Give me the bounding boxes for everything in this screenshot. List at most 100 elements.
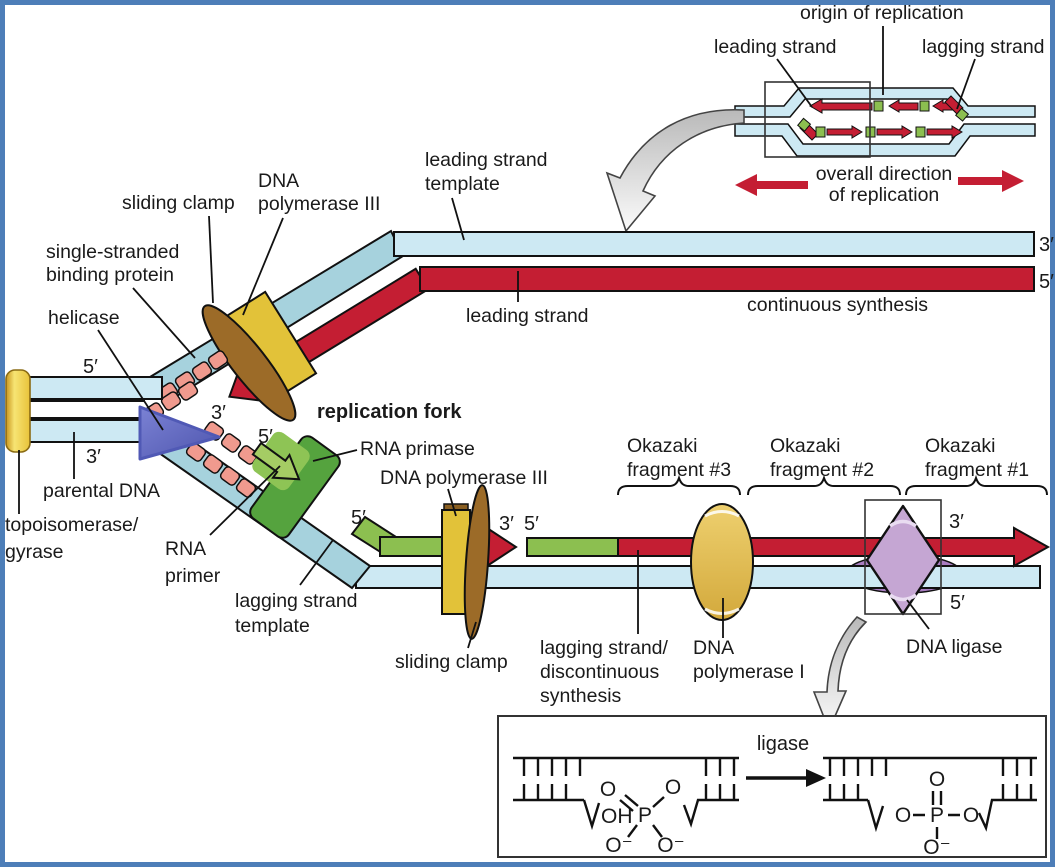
leading-strand-label: leading strand (466, 305, 589, 327)
lagging-strand-inset-label: lagging strand (922, 36, 1045, 58)
sealed-dna-structure: O P O O O⁻ (823, 756, 1037, 859)
topoisomerase-label-line2: gyrase (5, 541, 64, 563)
ligase-inset-box (497, 715, 1047, 858)
rna-primer-fragment3 (526, 537, 619, 557)
inset-leading-arrows-top (809, 95, 964, 115)
dna-ligase-label: DNA ligase (906, 636, 1002, 658)
overall-direction-label-line1: overall direction (816, 163, 953, 185)
okazaki-braces (617, 474, 1048, 496)
dna-pol1-label-line2: polymerase I (693, 661, 805, 683)
primer-bar (379, 536, 444, 557)
origin-inset: origin of replication leading strand lag… (605, 2, 1045, 233)
sliding-clamp-top-ring (201, 304, 297, 422)
parental-5prime: 5′ (83, 356, 98, 378)
phosphate-o-topright: O (665, 776, 681, 799)
overall-direction-label-line2: of replication (829, 184, 940, 206)
dna-pol1-label-line1: DNA (693, 637, 734, 659)
ligase-inset: ligase OH O O P O⁻ O⁻ O P O O O⁻ (497, 715, 1047, 859)
fragment1-5prime: 5′ (950, 592, 965, 614)
inset-primers-top (873, 100, 970, 122)
dna-pol1-group (690, 503, 754, 621)
inset-lagging-arrows-bottom (799, 121, 963, 141)
phosphate-ominus-br: O⁻ (657, 834, 684, 857)
helicase-triangle (138, 405, 221, 461)
phosphate-p-left: P (638, 804, 652, 827)
okazaki1-label-line2: fragment #1 (925, 459, 1029, 481)
pol1-highlight-bottom (704, 607, 740, 615)
direction-arrow-left (735, 174, 808, 196)
dna-pol3-top-label-line1: DNA (258, 170, 299, 192)
lagging-synthesis-label-line2: discontinuous (540, 661, 659, 683)
okazaki3-label-line1: Okazaki (627, 435, 697, 457)
lagging-synthesis-label-line3: synthesis (540, 685, 622, 707)
primer-5prime: 5′ (351, 507, 366, 529)
rna-primase-label: RNA primase (360, 438, 475, 460)
ligase-title: ligase (757, 733, 809, 755)
dna-pol3-top-group (201, 290, 318, 422)
bridge-o-left: O (895, 804, 911, 827)
sliding-clamp-bottom-label: sliding clamp (395, 651, 508, 673)
main-leader-lines (18, 197, 930, 649)
sliding-clamp-top-label: sliding clamp (122, 192, 235, 214)
lagging-synthesis-label-line1: lagging strand/ (540, 637, 669, 659)
bridge-p: P (930, 804, 944, 827)
parental-3prime: 3′ (86, 446, 101, 468)
fragment1-3prime: 3′ (949, 511, 964, 533)
leader-lagging-strand-inset (956, 58, 976, 110)
rna-primase-arrow (251, 441, 301, 481)
ssb-label-line2: binding protein (46, 264, 174, 286)
parental-dna-label: parental DNA (43, 480, 160, 502)
dna-pol3-bottom-label: DNA polymerase III (380, 467, 548, 489)
prime-labels: 5′ 3′ 3′ 5′ 5′ 3′ 5′ 3′ 5′ 3′ 5′ (83, 234, 1054, 614)
okazaki2-label-line2: fragment #2 (770, 459, 874, 481)
okazaki-red-arrow (617, 526, 1051, 568)
fragment-5prime: 5′ (524, 513, 539, 535)
topoisomerase-body (5, 369, 31, 453)
lagging-template-label-line1: lagging strand (235, 590, 358, 612)
dna-pol3-bottom-group (441, 484, 491, 640)
dna-pol3-top-label-line2: polymerase III (258, 193, 380, 215)
rna-primase-group (249, 431, 341, 539)
okazaki1-label-line1: Okazaki (925, 435, 995, 457)
phosphate-o-topleft: O (600, 778, 616, 801)
leading-strand-inset-label: leading strand (714, 36, 837, 58)
leading-template-label-line2: template (425, 173, 500, 195)
leader-leading-strand-inset (776, 58, 813, 108)
nicked-dna-structure: OH O O P O⁻ O⁻ (513, 756, 739, 857)
bridge-ominus: O⁻ (923, 836, 950, 859)
dna-pol1-body (690, 503, 754, 621)
replication-fork-label: replication fork (317, 401, 462, 423)
phosphate-ominus-bl: O⁻ (605, 834, 632, 857)
ligase-highlight-bottom (889, 593, 917, 602)
dna-ligase-group (864, 499, 942, 616)
continuous-synthesis-label: continuous synthesis (747, 294, 928, 316)
oh-group: OH (601, 805, 633, 828)
fork-3prime: 3′ (211, 402, 226, 424)
lagging-template-label-line2: template (235, 615, 310, 637)
leading-template-horizontal (393, 231, 1035, 257)
leading-strand-5prime: 5′ (1039, 271, 1054, 293)
origin-of-replication-label: origin of replication (800, 2, 964, 24)
rna-primer-label-line2: primer (165, 565, 221, 587)
bridge-o-top: O (929, 768, 945, 791)
fork-5prime: 5′ (258, 426, 273, 448)
leading-template-3prime: 3′ (1039, 234, 1054, 256)
rna-primer-label-line1: RNA (165, 538, 206, 560)
pol3-3prime: 3′ (499, 513, 514, 535)
ligase-focus-rectangle (864, 499, 942, 615)
bridge-o-right: O (963, 804, 979, 827)
inset-focus-rectangle (764, 81, 871, 158)
ligase-highlight-top (889, 519, 917, 528)
reaction-arrow (746, 769, 826, 787)
pol1-highlight-top (704, 510, 740, 518)
helicase-label: helicase (48, 307, 120, 329)
okazaki2-label-line1: Okazaki (770, 435, 840, 457)
main-labels: sliding clamp DNA polymerase III single-… (5, 149, 1029, 707)
parental-strand-top (27, 376, 163, 400)
ssb-label-line1: single-stranded (46, 241, 179, 263)
okazaki3-label-line2: fragment #3 (627, 459, 731, 481)
leading-strand-horizontal (419, 266, 1035, 292)
leading-template-label-line1: leading strand (425, 149, 548, 171)
